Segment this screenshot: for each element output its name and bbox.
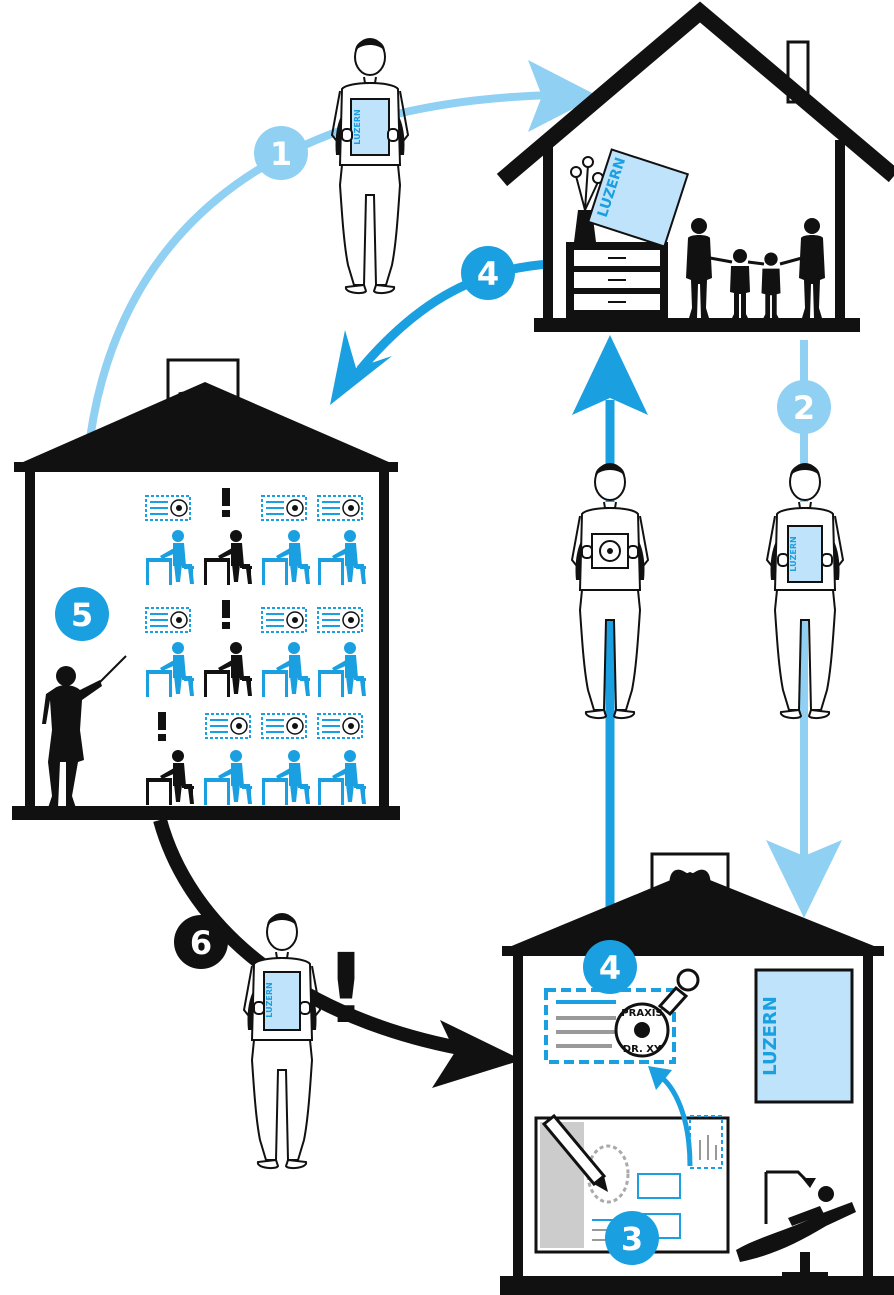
student-step-2: LUZERN [766, 463, 844, 720]
classroom-row-3 [146, 712, 366, 805]
svg-text:DR. XY: DR. XY [623, 1044, 662, 1055]
badge-circle [254, 126, 308, 180]
badge-circle [583, 940, 637, 994]
dresser [566, 242, 668, 320]
school-building: a b c [12, 358, 400, 820]
student-step-1: LUZERN [331, 38, 409, 295]
step-badge-4-home: 4 [461, 246, 515, 300]
badge-circle [605, 1211, 659, 1265]
step-badge-3: 3 [605, 1211, 659, 1265]
arrow-step-4-to-school [330, 259, 553, 405]
stamp-icon: PRAXIS DR. XY [614, 968, 700, 1058]
svg-text:PRAXIS: PRAXIS [621, 1008, 662, 1019]
family-silhouette-icon [686, 218, 825, 318]
svg-text:3: 3 [621, 1220, 643, 1258]
badge-circle [55, 587, 109, 641]
step-badge-5: 5 [55, 587, 109, 641]
svg-text:1: 1 [270, 135, 292, 173]
teacher-icon [42, 655, 127, 808]
classroom-row-2 [145, 600, 366, 697]
exclamation-mark: ! [324, 933, 368, 1045]
student-step-6: LUZERN [243, 913, 321, 1170]
step-badge-6: 6 [174, 915, 228, 969]
luzern-poster: LUZERN [754, 968, 854, 1104]
home-building: LUZERN [496, 1, 894, 332]
svg-text:4: 4 [477, 255, 499, 293]
step-badge-4-dentist: 4 [583, 940, 637, 994]
badge-circle [461, 246, 515, 300]
svg-text:2: 2 [793, 389, 815, 427]
svg-text:5: 5 [71, 596, 93, 634]
badge-circle [174, 915, 228, 969]
dental-chair-icon [736, 1170, 856, 1278]
svg-text:4: 4 [599, 949, 621, 987]
arrow-step-1 [84, 60, 598, 456]
arrow-to-stamp-head [648, 1066, 672, 1090]
dental-practice-building: PRAXIS DR. XY LUZERN [500, 852, 894, 1295]
badge-circle [777, 380, 831, 434]
student-step-4-up [571, 463, 649, 720]
svg-text:LUZERN: LUZERN [353, 109, 362, 144]
classroom-row-1 [145, 488, 366, 585]
luzern-form-sheet: LUZERN [586, 148, 690, 248]
svg-text:6: 6 [190, 924, 212, 962]
svg-text:LUZERN: LUZERN [789, 536, 798, 571]
svg-text:LUZERN: LUZERN [760, 996, 781, 1076]
step-badge-2: 2 [777, 380, 831, 434]
pen-icon [541, 1113, 608, 1192]
step-badge-1: 1 [254, 126, 308, 180]
svg-text:LUZERN: LUZERN [265, 982, 274, 1017]
